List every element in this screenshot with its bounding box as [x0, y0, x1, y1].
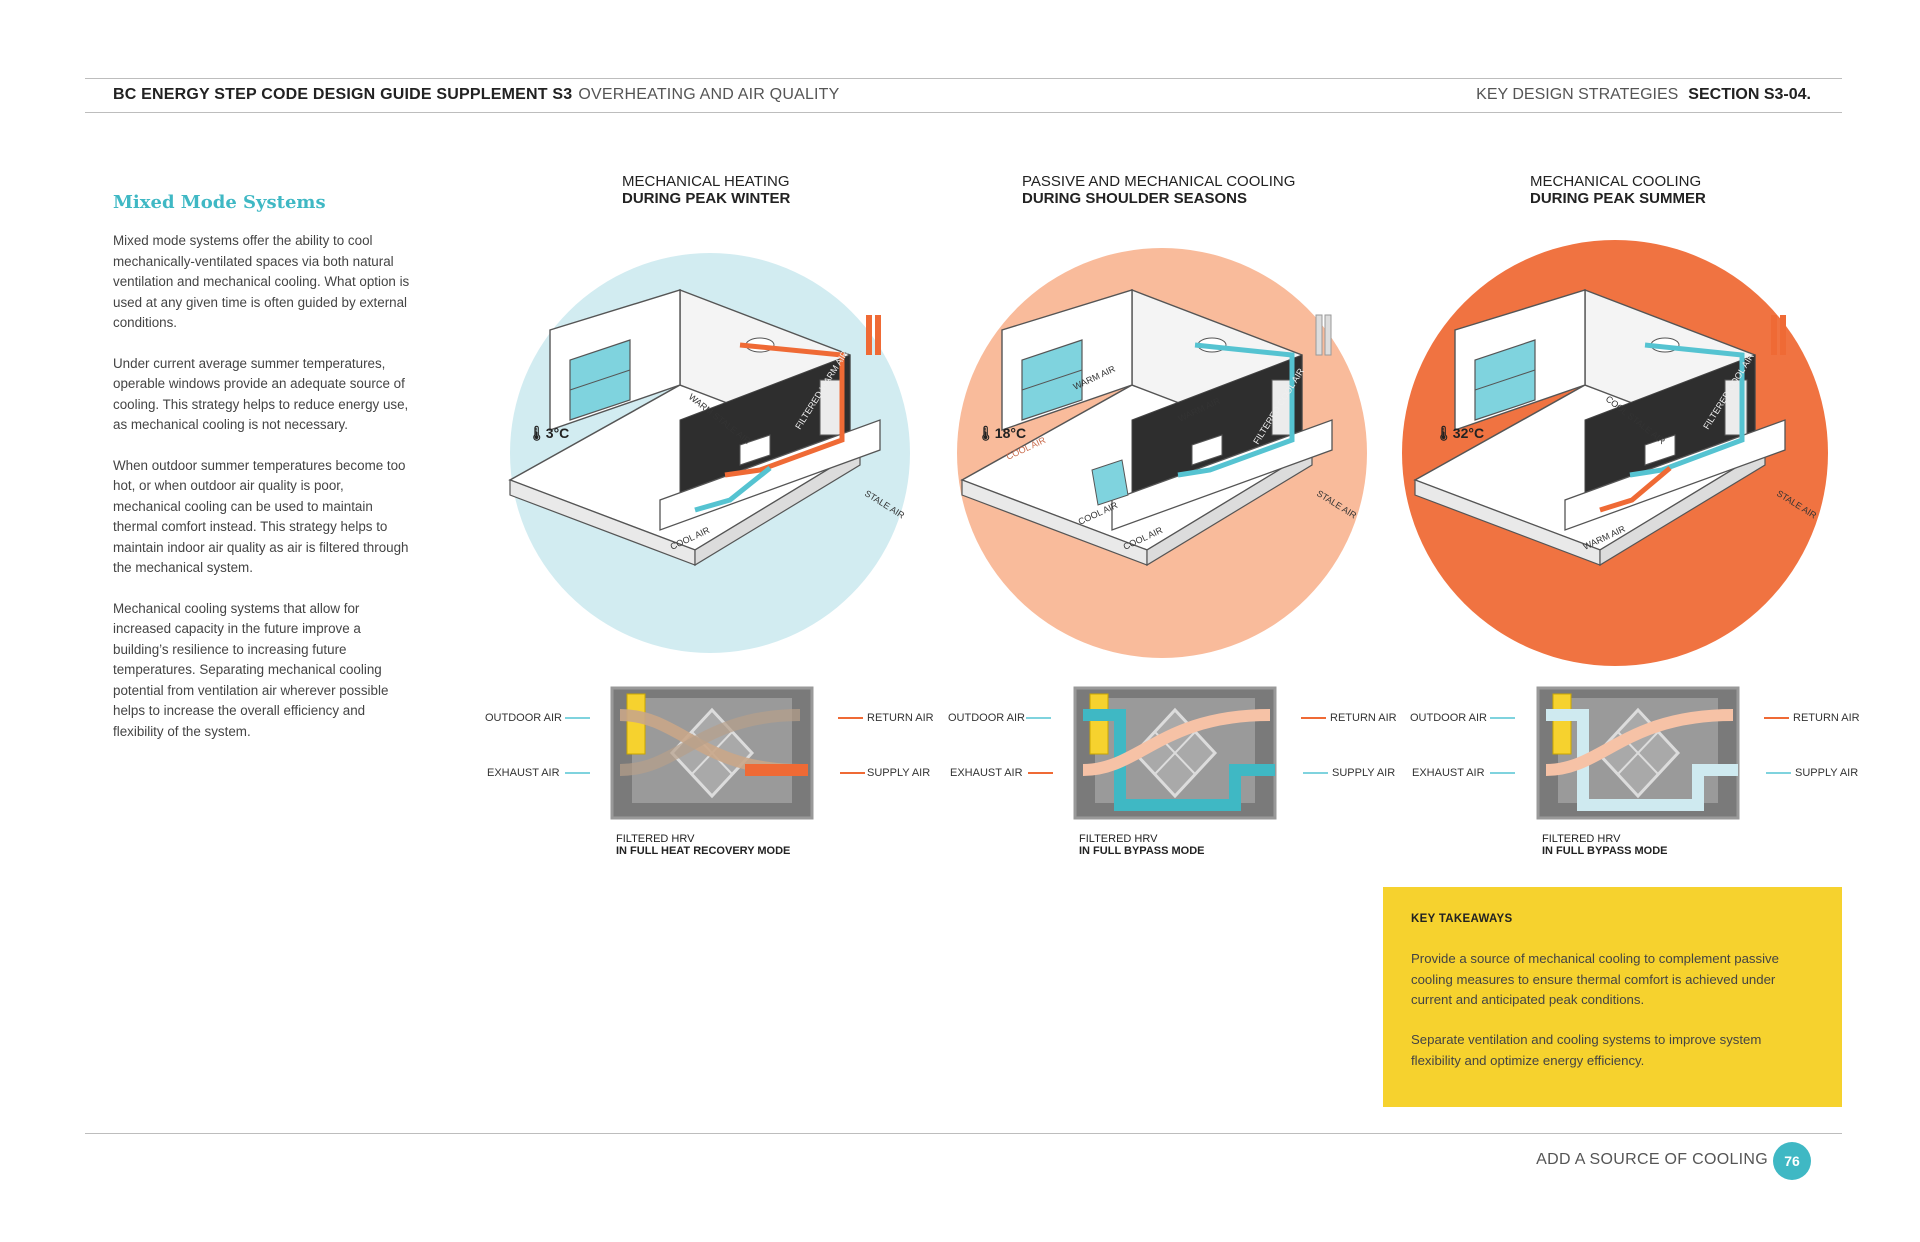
hrv-caption-line1: FILTERED HRV: [1079, 833, 1158, 845]
scene-title-line1: MECHANICAL COOLING: [1530, 173, 1702, 190]
hrv-bypass-flow: [1546, 709, 1738, 811]
key-takeaways-heading: KEY TAKEAWAYS: [1411, 913, 1513, 925]
warm-air-duct: [724, 342, 845, 478]
hrv-flow: [1082, 709, 1271, 776]
hrv-flow: [1545, 709, 1734, 776]
header-top-rule: [85, 78, 1842, 79]
warm-air-duct: [1599, 466, 1672, 513]
hrv-caption-line1: FILTERED HRV: [1542, 833, 1621, 845]
scene-title-line2: DURING PEAK WINTER: [622, 190, 791, 207]
exhaust-air-label: EXHAUST AIR: [950, 767, 1023, 779]
scene-title-line1: PASSIVE AND MECHANICAL COOLING: [1022, 173, 1296, 190]
key-takeaways-box: KEY TAKEAWAYS Provide a source of mechan…: [1383, 887, 1842, 1107]
heat-pump-pipe: [1315, 314, 1323, 356]
return-air-label: RETURN AIR: [1793, 712, 1860, 724]
guide-title: BC ENERGY STEP CODE DESIGN GUIDE SUPPLEM…: [113, 86, 573, 103]
supply-air-label: SUPPLY AIR: [867, 767, 931, 779]
hrv-caption-line2: IN FULL BYPASS MODE: [1079, 845, 1205, 857]
scene-title-line2: DURING PEAK SUMMER: [1530, 190, 1706, 207]
header-bottom-rule: [85, 112, 1842, 113]
hrv-diagram-bypass-summer: [1536, 686, 1740, 820]
hrv-caption-line2: IN FULL HEAT RECOVERY MODE: [616, 845, 791, 857]
heat-pump-pipe: [1780, 315, 1786, 355]
hrv-caption-bypass-shoulder: FILTERED HRV IN FULL BYPASS MODE: [1079, 833, 1205, 857]
exhaust-air-label: EXHAUST AIR: [487, 767, 560, 779]
footer-rule: [85, 1133, 1842, 1134]
section-heading: Mixed Mode Systems: [113, 192, 326, 213]
open-window: [1091, 459, 1129, 506]
scene-title-line1: MECHANICAL HEATING: [622, 173, 790, 190]
hrv-caption-heat-recovery: FILTERED HRV IN FULL HEAT RECOVERY MODE: [616, 833, 790, 857]
section-number: SECTION S3-04.: [1688, 86, 1811, 103]
heat-pump-pipe: [866, 315, 872, 355]
scene-title-winter: MECHANICAL HEATING DURING PEAK WINTER: [622, 173, 790, 207]
section-label: KEY DESIGN STRATEGIES SECTION S3-04.: [1476, 86, 1811, 104]
body-paragraph: When outdoor summer temperatures become …: [113, 457, 409, 576]
exhaust-air-label: EXHAUST AIR: [1412, 767, 1485, 779]
return-air-label: RETURN AIR: [867, 712, 934, 724]
key-takeaway-item: Provide a source of mechanical cooling t…: [1411, 951, 1779, 1007]
scene-title-shoulder: PASSIVE AND MECHANICAL COOLING DURING SH…: [1022, 173, 1295, 207]
sidebar-text: Mixed Mode Systems Mixed mode systems of…: [113, 192, 413, 762]
hrv-caption-bypass-summer: FILTERED HRV IN FULL BYPASS MODE: [1542, 833, 1668, 857]
temperature-winter: 🌡3°C: [528, 425, 570, 441]
section-category: KEY DESIGN STRATEGIES: [1476, 86, 1679, 103]
hrv-diagram-bypass-shoulder: [1073, 686, 1277, 820]
document-title: BC ENERGY STEP CODE DESIGN GUIDE SUPPLEM…: [113, 86, 840, 104]
return-air-label: RETURN AIR: [1330, 712, 1397, 724]
guide-subtitle: OVERHEATING AND AIR QUALITY: [578, 86, 840, 103]
page-number-badge: 76: [1773, 1142, 1811, 1180]
key-takeaway-item: Separate ventilation and cooling systems…: [1411, 1032, 1762, 1068]
heat-pump-pipe: [875, 315, 881, 355]
air-arrows: [838, 717, 1789, 774]
footer-section-label: ADD A SOURCE OF COOLING: [1536, 1151, 1768, 1168]
cool-air-duct: [1629, 342, 1745, 478]
outdoor-air-label: OUTDOOR AIR: [485, 712, 563, 724]
hrv-bypass-flow: [1083, 709, 1275, 811]
temperature-shoulder: 🌡18°C: [977, 425, 1027, 441]
supply-air-label: SUPPLY AIR: [1332, 767, 1396, 779]
outdoor-air-label: OUTDOOR AIR: [948, 712, 1026, 724]
hrv-caption-line1: FILTERED HRV: [616, 833, 695, 845]
body-paragraph: Under current average summer temperature…: [113, 355, 409, 433]
outdoor-air-label: OUTDOOR AIR: [1410, 712, 1488, 724]
heat-pump-pipe: [1324, 314, 1332, 356]
cool-air-duct: [1177, 342, 1295, 478]
body-paragraph: Mechanical cooling systems that allow fo…: [113, 600, 389, 739]
body-paragraph: Mixed mode systems offer the ability to …: [113, 233, 410, 330]
scene-title-line2: DURING SHOULDER SEASONS: [1022, 190, 1248, 207]
cool-air-duct: [694, 466, 772, 513]
temperature-summer: 🌡32°C: [1435, 425, 1485, 441]
supply-air-label: SUPPLY AIR: [1795, 767, 1859, 779]
heat-pump-pipe: [1771, 315, 1777, 355]
hrv-flow: [619, 709, 801, 776]
scene-title-summer: MECHANICAL COOLING DURING PEAK SUMMER: [1530, 173, 1706, 207]
hrv-caption-line2: IN FULL BYPASS MODE: [1542, 845, 1668, 857]
